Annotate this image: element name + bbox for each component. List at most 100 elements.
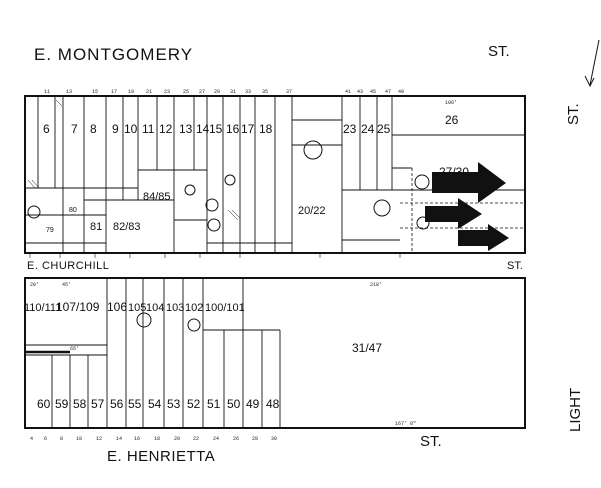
lot-number: 9	[112, 122, 119, 136]
lot-number: 52	[187, 397, 201, 411]
lot-number: 82/83	[113, 221, 141, 233]
house-number: 28	[252, 436, 258, 442]
street-label-churchill: E. CHURCHILL	[27, 260, 109, 272]
north-arrow-icon	[584, 39, 600, 88]
top-lot-numbers: 6 7 8 9 10 11 12 13 14 15 16 17 18 23 24…	[43, 113, 469, 234]
house-number: 41	[345, 89, 351, 95]
arrow-icons	[425, 162, 509, 251]
house-number: 12	[96, 436, 102, 442]
lot-number: 8	[90, 122, 97, 136]
bottom-row-lots: 60 59 58 57 56 55 54 53 52 51 50 49 48	[37, 397, 280, 411]
dimension-label: 65'	[70, 346, 79, 352]
lot-number: 14	[196, 122, 210, 136]
house-number: 20	[174, 436, 180, 442]
lot-number: 12	[159, 122, 173, 136]
bottom-house-numbers: 4 6 8 10 12 14 16 18 20 22 24 26 28 30	[30, 436, 277, 442]
house-number: 8	[60, 436, 63, 442]
lot-number: 81	[90, 221, 102, 233]
lot-number: 23	[343, 122, 357, 136]
lot-number: 106	[107, 300, 127, 314]
lot-number: 10	[124, 122, 138, 136]
house-number: 33	[245, 89, 251, 95]
house-number: 13	[66, 89, 72, 95]
house-number: 37	[286, 89, 292, 95]
lot-number: 24	[361, 122, 375, 136]
lot-number: 18	[259, 122, 273, 136]
bottom-lot-numbers: 110/111 107/109 106 105 104 103 102 100/…	[24, 300, 382, 355]
house-number: 43	[357, 89, 363, 95]
lot-number: 84/85	[143, 191, 171, 203]
street-label-montgomery-st: ST.	[488, 43, 510, 60]
house-number: 26	[233, 436, 239, 442]
house-number: 4	[30, 436, 33, 442]
lot-number: 59	[55, 397, 69, 411]
lot-number: 58	[73, 397, 87, 411]
bottom-block	[24, 277, 526, 429]
lot-number: 11	[142, 122, 155, 136]
lot-number: 13	[179, 122, 193, 136]
lot-number: 16	[226, 122, 240, 136]
house-number: 47	[385, 89, 391, 95]
house-number: 6	[44, 436, 47, 442]
lot-number: 54	[148, 397, 162, 411]
lot-number: 17	[241, 122, 255, 136]
lot-number: 110/111	[24, 302, 61, 314]
street-label-light: LIGHT	[567, 388, 584, 432]
lot-number: 6	[43, 122, 50, 136]
lot-number: 15	[209, 122, 223, 136]
house-number: 14	[116, 436, 122, 442]
street-label-light-st: ST.	[565, 103, 582, 125]
lot-number: 20/22	[298, 205, 326, 217]
house-number: 24	[213, 436, 219, 442]
house-number: 29	[214, 89, 220, 95]
house-number: 35	[262, 89, 268, 95]
house-number: 22	[193, 436, 199, 442]
house-number: 15	[92, 89, 98, 95]
building-markers-top	[27, 140, 430, 232]
lot-number: 104	[146, 302, 164, 314]
lot-number: 100/101	[205, 302, 245, 314]
street-label-montgomery: E. MONTGOMERY	[34, 45, 193, 64]
dimension-label: 167' 8"	[395, 421, 416, 427]
house-number: 18	[154, 436, 160, 442]
lot-number: 103	[166, 302, 184, 314]
lot-number: 25	[377, 122, 391, 136]
lot-number: 7	[71, 122, 78, 136]
house-number: 25	[183, 89, 189, 95]
lot-number: 55	[128, 397, 142, 411]
lot-number: 31/47	[352, 341, 382, 355]
house-number: 19	[128, 89, 134, 95]
house-number: 21	[146, 89, 152, 95]
lot-number: 50	[227, 397, 241, 411]
house-number: 16	[134, 436, 140, 442]
churchill-frontage-ticks	[29, 253, 401, 258]
lot-number: 51	[207, 397, 221, 411]
house-number: 49	[398, 89, 404, 95]
house-number: 30	[271, 436, 277, 442]
house-number: 45	[370, 89, 376, 95]
top-block	[24, 95, 526, 254]
street-label-henrietta-st: ST.	[420, 433, 442, 450]
building-markers-bottom	[136, 312, 201, 332]
lot-number: 107/109	[56, 300, 100, 314]
house-number: 27	[199, 89, 205, 95]
lot-number: 80	[69, 207, 77, 214]
lot-number: 49	[246, 397, 260, 411]
lot-number: 102	[185, 302, 203, 314]
dimension-label: 20'	[30, 282, 39, 288]
lot-number: 56	[110, 397, 124, 411]
house-number: 31	[230, 89, 236, 95]
street-label-churchill-st: ST.	[507, 260, 523, 272]
house-number: 11	[44, 89, 50, 95]
lot-number: 57	[91, 397, 105, 411]
street-label-henrietta: E. HENRIETTA	[107, 448, 215, 465]
top-house-numbers: 11 13 15 17 19 21 23 25 27 29 31 33 35 3…	[44, 89, 404, 95]
dimension-label: 45'	[62, 282, 71, 288]
lot-number: 79	[46, 227, 54, 234]
lot-number: 60	[37, 397, 51, 411]
lot-number: 105	[128, 302, 146, 314]
lot-number: 48	[266, 397, 280, 411]
lot-number: 53	[167, 397, 181, 411]
house-number: 23	[164, 89, 170, 95]
